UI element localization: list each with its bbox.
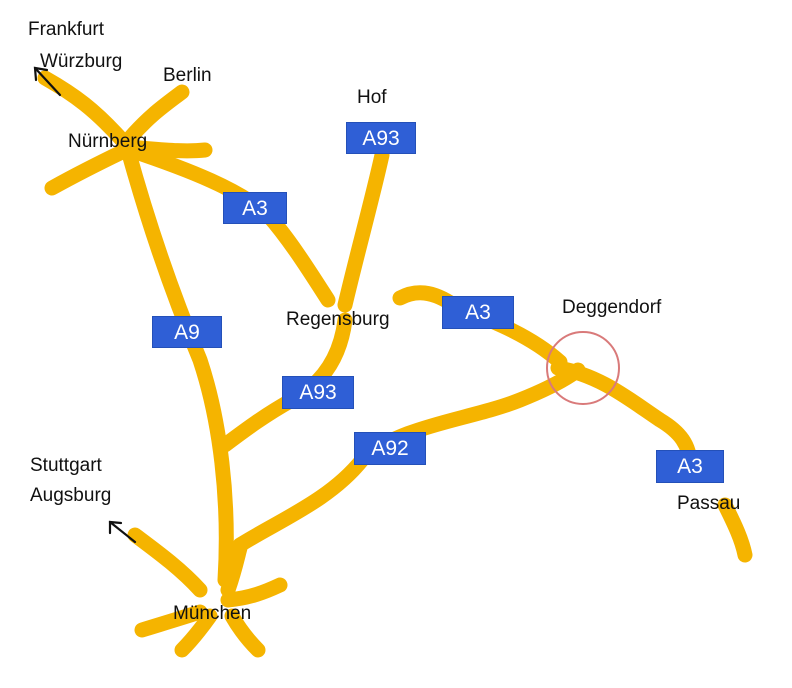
road-a3-nurnberg-regensburg xyxy=(122,142,336,308)
route-shield-a9: A9 xyxy=(152,316,222,348)
road-passau-south xyxy=(717,497,753,563)
road-to-berlin xyxy=(122,84,190,146)
city-regensburg: Regensburg xyxy=(286,309,390,330)
arrow-northwest-icon xyxy=(33,66,62,97)
city-nurnberg: Nürnberg xyxy=(68,131,148,152)
road-stub-nurnberg-west xyxy=(44,144,130,196)
city-deggendorf: Deggendorf xyxy=(562,297,662,318)
road-munchen-east xyxy=(220,577,288,608)
route-shield-a3-east: A3 xyxy=(442,296,514,329)
city-munchen: München xyxy=(173,603,252,624)
city-hof: Hof xyxy=(357,87,387,108)
road-munchen-southeast xyxy=(224,608,266,658)
city-frankfurt: Frankfurt xyxy=(28,19,105,40)
arrow-augsburg-icon xyxy=(108,520,137,544)
city-stuttgart: Stuttgart xyxy=(30,455,102,476)
road-a93-hof-regensburg xyxy=(337,147,390,313)
deggendorf-highlight-icon xyxy=(546,331,620,405)
road-a3-deggendorf-passau xyxy=(550,360,698,473)
route-shield-a92: A92 xyxy=(354,432,426,465)
route-shield-a93-north: A93 xyxy=(346,122,416,154)
city-augsburg: Augsburg xyxy=(30,485,112,506)
route-shield-a3-passau: A3 xyxy=(656,450,724,483)
road-munchen-south xyxy=(174,608,218,658)
road-a92-munchen-deggendorf xyxy=(232,362,586,553)
road-munchen-north-east xyxy=(220,540,248,598)
city-passau: Passau xyxy=(677,493,741,514)
road-a9-nurnberg-munchen xyxy=(120,142,234,588)
road-munchen-southwest xyxy=(134,604,208,638)
city-berlin: Berlin xyxy=(163,65,212,86)
route-shield-a3-north: A3 xyxy=(223,192,287,224)
city-wurzburg: Würzburg xyxy=(40,51,123,72)
route-shield-a93-south: A93 xyxy=(282,376,354,409)
road-to-wurzburg xyxy=(37,70,130,148)
road-munchen-augsburg xyxy=(127,527,208,598)
